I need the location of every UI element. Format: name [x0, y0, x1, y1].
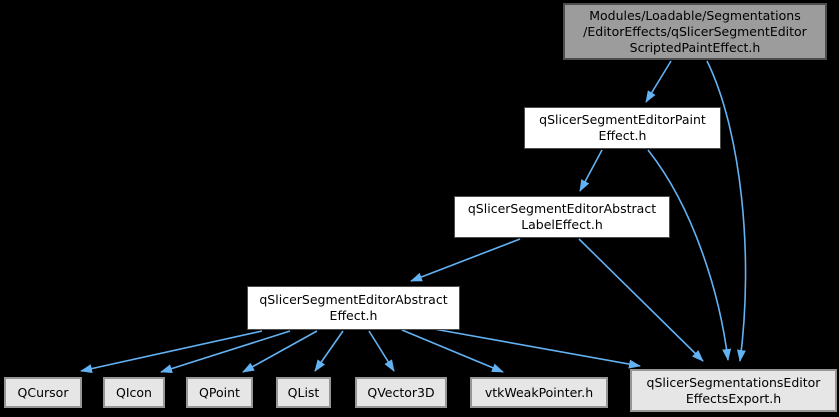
node-scripted-paint-effect: Modules/Loadable/Segmentations /EditorEf… [563, 3, 827, 60]
edge-paint-effect-to-abstract-label-effect [579, 149, 603, 192]
node-qpoint[interactable]: QPoint [186, 377, 253, 408]
node-vtkweakpointer[interactable]: vtkWeakPointer.h [470, 377, 608, 408]
edge-abstract-effect-to-qpoint [242, 330, 318, 373]
edge-abstract-label-effect-to-abstract-effect [410, 238, 521, 282]
edge-abstract-effect-to-qlist [314, 330, 344, 372]
edge-scripted-paint-effect-to-paint-effect [645, 60, 672, 103]
edge-abstract-effect-to-qicon [160, 330, 291, 373]
edge-abstract-label-effect-to-effects-export [578, 238, 704, 362]
node-abstract-label-effect[interactable]: qSlicerSegmentEditorAbstract LabelEffect… [454, 196, 670, 238]
node-paint-effect[interactable]: qSlicerSegmentEditorPaint Effect.h [524, 107, 721, 149]
node-qvector3d[interactable]: QVector3D [355, 377, 447, 408]
node-qlist[interactable]: QList [276, 377, 331, 408]
edge-abstract-effect-to-qvector3d [368, 330, 395, 372]
edge-abstract-effect-to-vtkweakpointer [401, 329, 504, 373]
edge-abstract-effect-to-qcursor [80, 330, 263, 374]
node-effects-export[interactable]: qSlicerSegmentationsEditor EffectsExport… [630, 369, 837, 412]
node-qicon[interactable]: QIcon [103, 377, 165, 408]
node-qcursor[interactable]: QCursor [4, 377, 82, 408]
edge-scripted-paint-effect-to-effects-export [706, 60, 747, 362]
edge-paint-effect-to-effects-export [647, 149, 732, 361]
node-abstract-effect[interactable]: qSlicerSegmentEditorAbstract Effect.h [247, 286, 460, 330]
edge-abstract-effect-to-effects-export [433, 328, 641, 369]
